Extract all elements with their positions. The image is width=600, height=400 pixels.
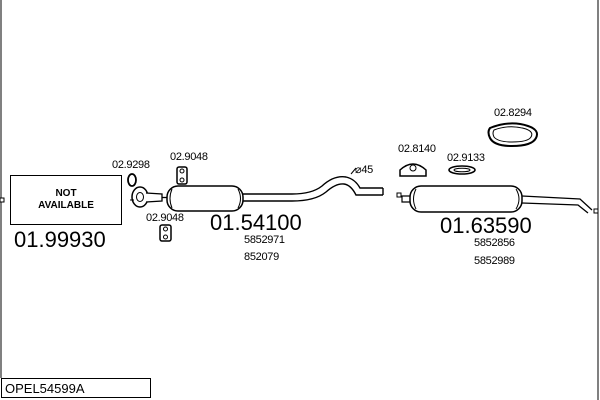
clamp-icon — [127, 173, 137, 187]
front-part-number: 01.99930 — [14, 227, 106, 252]
rear-part-number: 01.63590 — [440, 213, 532, 238]
middle-oem-number-1: 5852971 — [244, 234, 285, 246]
rear-oem-number-1: 5852856 — [474, 237, 515, 249]
front-flange — [130, 186, 163, 208]
rear-silencer — [396, 185, 593, 214]
rear-mount-label: 02.8140 — [398, 143, 436, 155]
rear-oem-number-2: 5852989 — [474, 255, 515, 267]
right-connection-point — [593, 208, 599, 214]
diagram-code-label: OPEL54599A — [1, 378, 151, 398]
left-connection-point — [0, 197, 5, 203]
sealing-ring-label: 02.8294 — [494, 107, 532, 119]
middle-silencer — [162, 176, 384, 212]
sealing-ring-icon — [487, 122, 538, 148]
gasket-icon — [448, 165, 476, 175]
rear-rubber-mount-icon — [399, 163, 427, 177]
hanger-bottom-label: 02.9048 — [146, 212, 184, 224]
not-available-box: NOT AVAILABLE — [10, 175, 122, 225]
middle-part-number: 01.54100 — [210, 210, 302, 235]
gasket-label: 02.9133 — [447, 152, 485, 164]
diameter-marker-icon — [350, 167, 357, 175]
clamp-front-label: 02.9298 — [112, 159, 150, 171]
rubber-hanger-top-icon — [176, 166, 188, 185]
pipe-diameter-label: ⌀45 — [355, 164, 373, 176]
middle-oem-number-2: 852079 — [244, 251, 279, 263]
hanger-top-label: 02.9048 — [170, 151, 208, 163]
rubber-hanger-bottom-icon — [159, 224, 172, 242]
